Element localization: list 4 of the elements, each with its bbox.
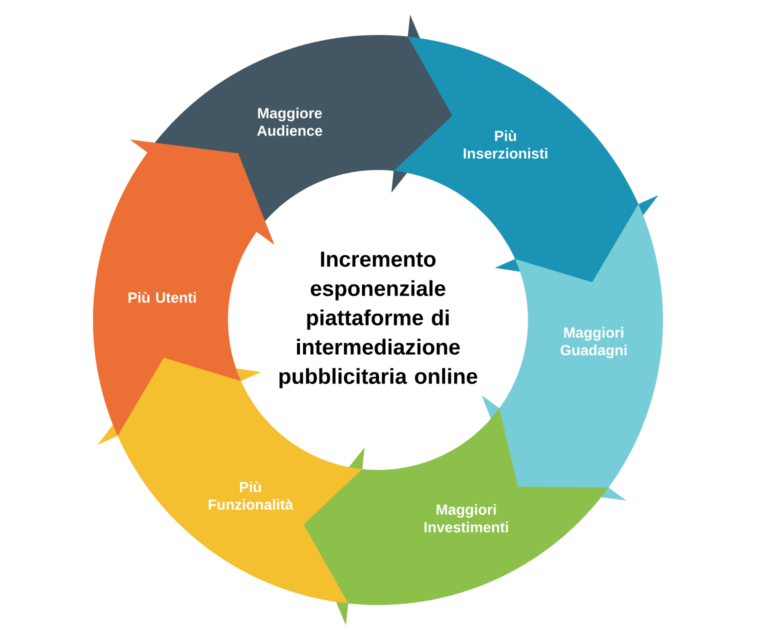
arrow-segment: Maggiori Investimenti bbox=[304, 408, 609, 626]
arrow-segment: Maggiori Guadagni bbox=[482, 204, 663, 500]
arrow-segment: Più Utenti bbox=[93, 140, 274, 436]
arrow-segment: Maggiore Audience bbox=[147, 14, 452, 232]
